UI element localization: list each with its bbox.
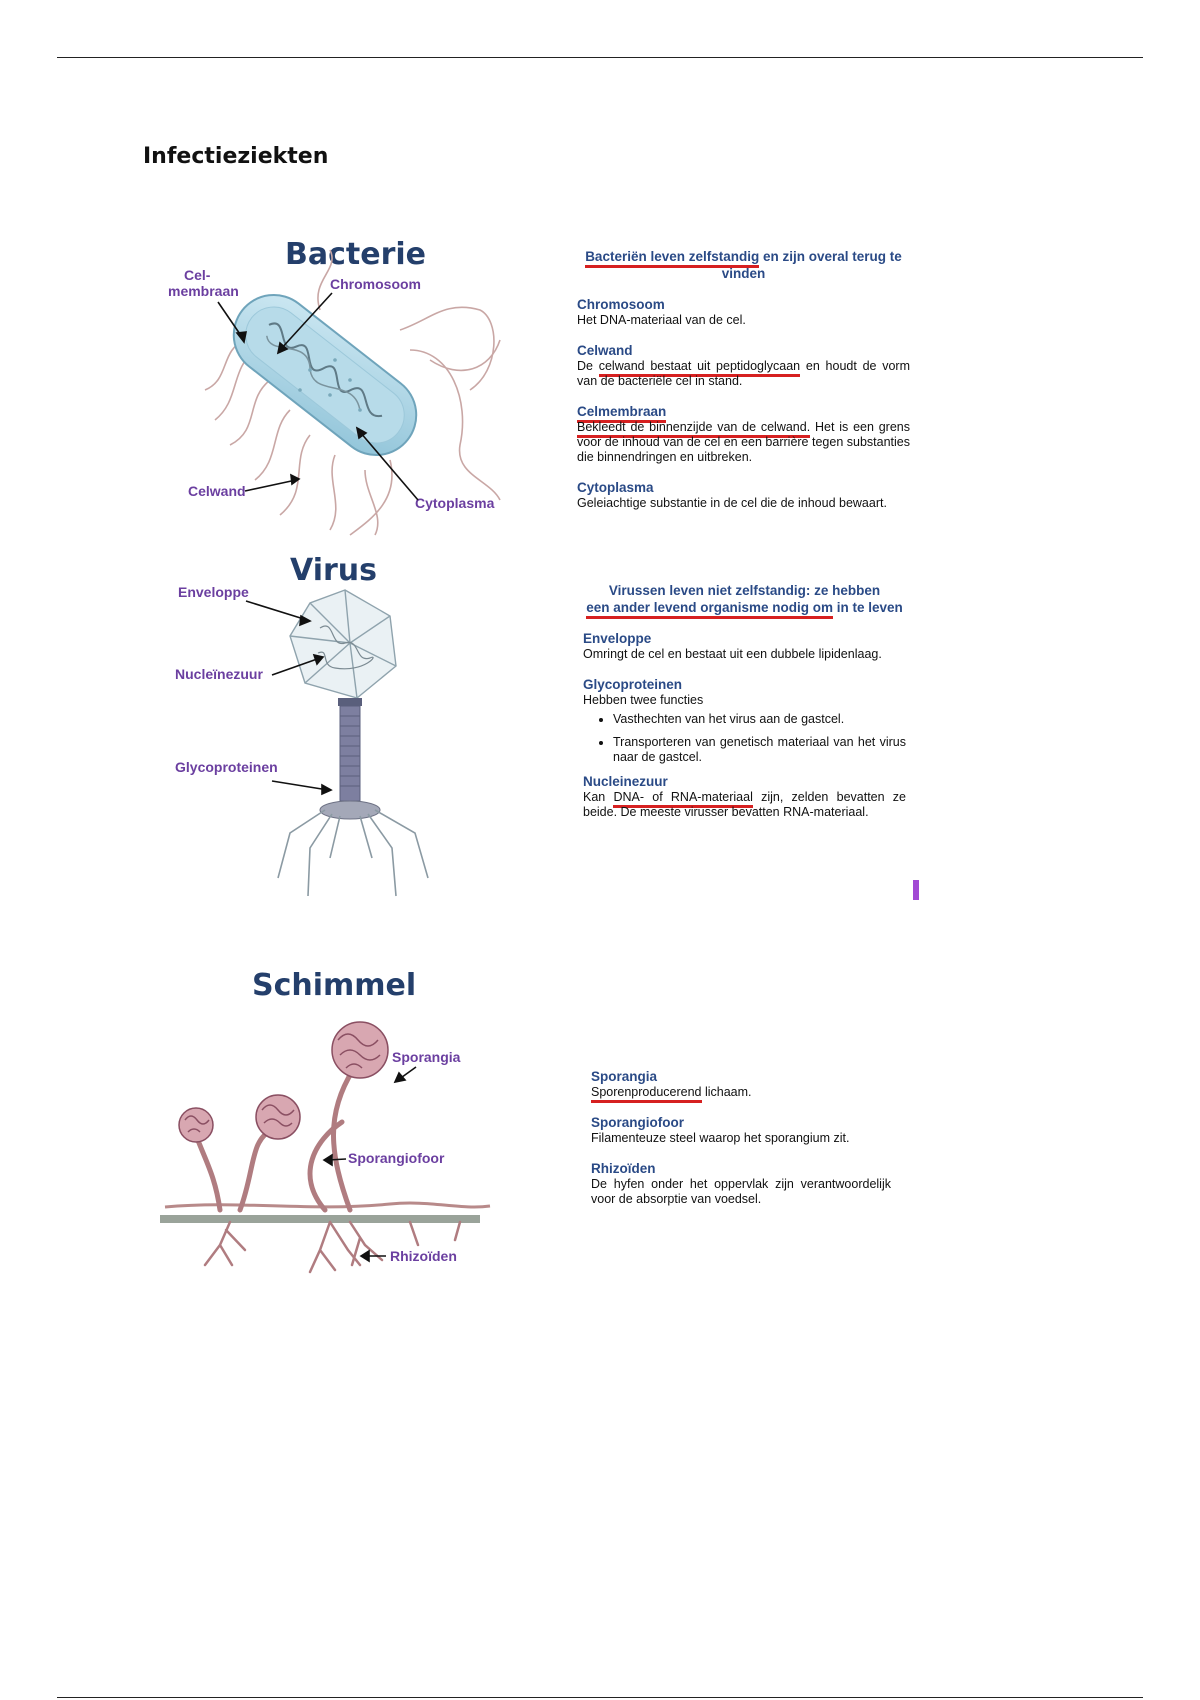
label-chromosoom: Chromosoom — [330, 276, 421, 292]
fungus-figure: Schimmel Sporangia Spora — [160, 960, 505, 1280]
fungus-desc-rhizoiden: De hyfen onder het oppervlak zijn verant… — [591, 1177, 891, 1206]
virus-lead-rest: in te leven — [833, 600, 903, 615]
virus-lead-underlined: een ander levend organisme nodig om — [586, 600, 834, 619]
fungus-desc-sporangia: Sporenproducerend lichaam. — [591, 1085, 891, 1103]
celwand-desc-post: en houdt de vorm van de bacteriële cel i… — [577, 359, 910, 388]
virus-lead: Virussen leven niet zelfstandig: ze hebb… — [583, 582, 906, 619]
purple-margin-mark — [913, 880, 919, 900]
bacteria-desc-celwand: De celwand bestaat uit peptidoglycaan en… — [577, 359, 910, 389]
virus-desc-enveloppe: Omringt de cel en bestaat uit een dubbel… — [583, 647, 882, 661]
nucleinezuur-desc-underlined: DNA- of RNA-materiaal — [613, 790, 753, 808]
fungus-figure-title: Schimmel — [252, 968, 416, 1003]
bacteria-desc-celmembraan: Bekleedt de binnenzijde van de celwand. … — [577, 420, 910, 465]
bacteria-desc-cytoplasma: Geleiachtige substantie in de cel die de… — [577, 496, 887, 510]
celmembraan-desc-underlined: Bekleedt de binnenzijde van de celwand. — [577, 420, 811, 438]
label-sporangiofoor: Sporangiofoor — [348, 1150, 445, 1166]
sporangia — [178, 1021, 389, 1143]
nucleinezuur-desc-post: zijn, zelden bevatten ze beide. De meest… — [583, 790, 906, 819]
celmembraan-desc-post: Het is een grens voor de inhoud van de c… — [577, 420, 910, 464]
bacteria-figure-title: Bacterie — [285, 237, 426, 272]
label-celmembraan-line1: Cel- — [184, 267, 211, 283]
sporangia-desc-underlined: Sporenproducerend — [591, 1085, 702, 1103]
label-celwand: Celwand — [188, 483, 246, 499]
bacteria-term-chromosoom: Chromosoom — [577, 297, 665, 312]
virus-capsid — [289, 589, 397, 699]
glycoproteinen-bullet: Transporteren van genetisch materiaal va… — [613, 735, 906, 765]
flagella — [204, 249, 501, 536]
label-nucleinezuur: Nucleïnezuur — [175, 666, 263, 682]
bacteria-lead: Bacteriën leven zelfstandig en zijn over… — [577, 248, 910, 282]
virus-desc-glycoproteinen: Hebben twee functies — [583, 693, 704, 707]
virus-term-glycoproteinen: Glycoproteinen — [583, 677, 683, 692]
sporangia-desc-post: lichaam. — [701, 1085, 752, 1099]
virus-nucleic-acid — [317, 625, 374, 670]
bacteria-lead-underlined: Bacteriën leven zelfstandig — [585, 249, 760, 268]
bottom-rule — [57, 1697, 1143, 1698]
virus-figure-title: Virus — [290, 553, 377, 588]
fungus-desc-sporangiofoor: Filamenteuze steel waarop het sporangium… — [591, 1131, 850, 1145]
nucleinezuur-desc-pre: Kan — [583, 790, 614, 804]
virus-figure: Virus — [160, 548, 505, 903]
virus-tail-fibers — [277, 809, 429, 897]
virus-lead-line1: Virussen leven niet zelfstandig: ze hebb… — [608, 583, 881, 598]
bacteria-lead-rest: en zijn overal terug te vinden — [721, 249, 902, 281]
celwand-desc-pre: De — [577, 359, 599, 373]
top-rule — [57, 57, 1143, 58]
glycoproteinen-bullet: Vasthechten van het virus aan de gastcel… — [613, 712, 906, 727]
bacteria-term-celwand: Celwand — [577, 343, 633, 358]
virus-tail — [339, 705, 361, 802]
document-title: Infectieziekten — [143, 144, 329, 169]
bacteria-figure: Bacterie Cel- me — [160, 230, 505, 540]
label-enveloppe: Enveloppe — [178, 584, 249, 600]
bacteria-text: Bacteriën leven zelfstandig en zijn over… — [577, 248, 910, 525]
fungus-term-sporangiofoor: Sporangiofoor — [591, 1115, 684, 1130]
celmembraan-term-text: Celmembraan — [577, 404, 667, 423]
bacteria-term-celmembraan: Celmembraan — [577, 403, 910, 423]
virus-baseplate — [319, 800, 381, 820]
label-glycoproteinen: Glycoproteinen — [175, 759, 278, 775]
virus-text: Virussen leven niet zelfstandig: ze hebb… — [583, 582, 906, 834]
label-celmembraan-line2: membraan — [168, 283, 239, 299]
bacteria-desc-chromosoom: Het DNA-materiaal van de cel. — [577, 313, 746, 327]
rhizoids — [203, 1220, 462, 1274]
fungus-term-rhizoiden: Rhizoïden — [591, 1161, 656, 1176]
sporangiophores — [193, 1067, 356, 1213]
celwand-desc-underlined: celwand bestaat uit peptidoglycaan — [598, 359, 801, 377]
virus-desc-nucleinezuur: Kan DNA- of RNA-materiaal zijn, zelden b… — [583, 790, 906, 820]
glycoproteinen-bullet-list: Vasthechten van het virus aan de gastcel… — [583, 712, 906, 765]
bacteria-term-cytoplasma: Cytoplasma — [577, 480, 654, 495]
substrate-surface — [160, 1215, 480, 1223]
fungus-term-sporangia: Sporangia — [591, 1069, 658, 1084]
virus-term-enveloppe: Enveloppe — [583, 631, 652, 646]
label-rhizoiden: Rhizoïden — [390, 1248, 457, 1264]
label-cytoplasma: Cytoplasma — [415, 495, 495, 511]
label-sporangia: Sporangia — [392, 1049, 461, 1065]
fungus-text: Sporangia Sporenproducerend lichaam. Spo… — [591, 1068, 891, 1221]
virus-collar — [338, 698, 362, 706]
virus-term-nucleinezuur: Nucleinezuur — [583, 774, 668, 789]
